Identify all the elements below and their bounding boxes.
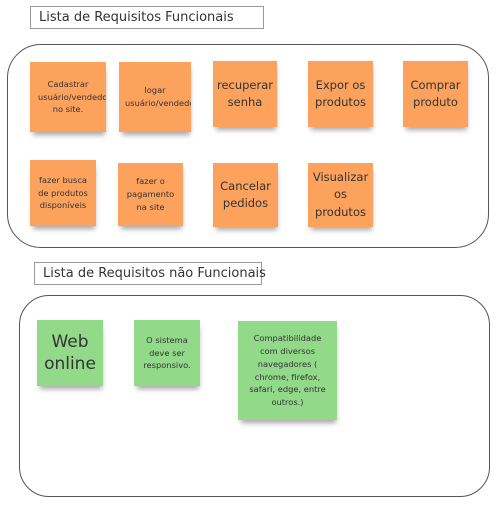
note-text: logar usuário/vendedor: [125, 85, 191, 108]
note-text: Expor os produtos: [315, 77, 366, 109]
note-text: Compatibilidade com diversos navegadores…: [249, 332, 326, 408]
sticky-note-cadastrar-usuario[interactable]: Cadastrar usuário/vendedor no site.: [30, 62, 106, 132]
note-text: O sistema deve ser responsivo.: [143, 334, 191, 371]
sticky-note-logar-usuario[interactable]: logar usuário/vendedor: [119, 62, 191, 132]
note-text: Cadastrar usuário/vendedor no site.: [38, 78, 106, 115]
note-text: Web online: [44, 331, 96, 374]
note-text: fazer busca de produtos disponíveis: [38, 174, 88, 211]
sticky-note-compatibilidade-navegadores[interactable]: Compatibilidade com diversos navegadores…: [238, 321, 337, 420]
sticky-note-expor-produtos[interactable]: Expor os produtos: [308, 61, 373, 127]
sticky-note-comprar-produto[interactable]: Comprar produto: [403, 61, 468, 127]
sticky-note-fazer-busca[interactable]: fazer busca de produtos disponíveis: [30, 160, 96, 226]
note-text: Comprar produto: [410, 77, 461, 109]
sticky-note-web-online[interactable]: Web online: [37, 320, 103, 386]
note-text: recuperar senha: [216, 77, 274, 109]
sticky-note-fazer-pagamento[interactable]: fazer o pagamento na site: [118, 163, 183, 226]
sticky-note-visualizar-produtos[interactable]: Visualizar os produtos: [308, 163, 373, 227]
note-text: Visualizar os produtos: [312, 170, 369, 219]
sticky-note-cancelar-pedidos[interactable]: Cancelar pedidos: [213, 163, 278, 227]
functional-requirements-title: Lista de Requisitos Funcionais: [30, 6, 264, 29]
non-functional-requirements-title: Lista de Requisitos não Funcionais: [34, 262, 266, 285]
sticky-note-sistema-responsivo[interactable]: O sistema deve ser responsivo.: [134, 320, 200, 386]
note-text: fazer o pagamento na site: [126, 176, 175, 212]
sticky-note-recuperar-senha[interactable]: recuperar senha: [213, 61, 277, 127]
note-text: Cancelar pedidos: [220, 178, 271, 210]
